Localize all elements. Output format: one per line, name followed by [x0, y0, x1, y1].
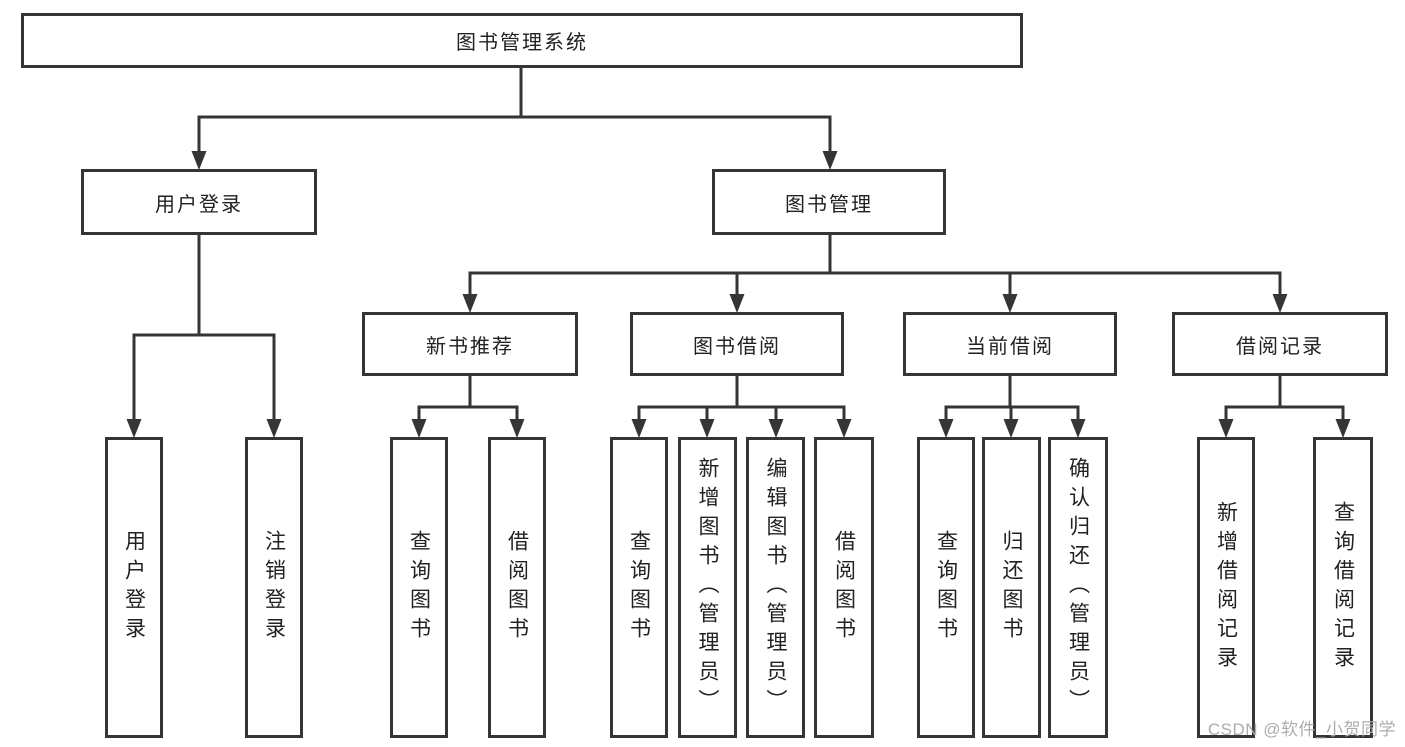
node-library-system: 图书管理系统 [21, 13, 1023, 68]
leaf-add-book-admin-label: 新增图书（管理员） [696, 457, 719, 718]
node-current-borrow: 当前借阅 [903, 312, 1117, 376]
leaf-logout: 注销登录 [245, 437, 303, 738]
leaf-borrow-query-books-label: 查询图书 [627, 529, 651, 646]
leaf-query-borrow-record-label: 查询借阅记录 [1331, 500, 1355, 675]
leaf-edit-book-admin: 编辑图书（管理员） [746, 437, 805, 738]
leaf-user-login-label: 用户登录 [122, 529, 146, 646]
leaf-logout-label: 注销登录 [262, 529, 286, 646]
leaf-recommend-query-books-label: 查询图书 [407, 529, 431, 646]
leaf-add-borrow-record-label: 新增借阅记录 [1214, 500, 1238, 675]
leaf-borrow-query-books: 查询图书 [610, 437, 668, 738]
leaf-recommend-borrow-books-label: 借阅图书 [505, 529, 529, 646]
node-borrow-records: 借阅记录 [1172, 312, 1388, 376]
connector-book-management-branch [462, 233, 1288, 313]
leaf-recommend-borrow-books: 借阅图书 [488, 437, 546, 738]
leaf-borrow-book-label: 借阅图书 [832, 529, 856, 646]
connector-current-borrow-leaves [938, 374, 1086, 438]
leaf-current-query-books-label: 查询图书 [934, 529, 958, 646]
leaf-add-borrow-record: 新增借阅记录 [1197, 437, 1255, 738]
leaf-query-borrow-record: 查询借阅记录 [1313, 437, 1373, 738]
node-book-management: 图书管理 [712, 169, 946, 235]
csdn-watermark: CSDN @软件_小贺同学 [1207, 720, 1396, 739]
leaf-add-book-admin: 新增图书（管理员） [678, 437, 737, 738]
leaf-borrow-book: 借阅图书 [814, 437, 874, 738]
connector-book-borrow-leaves [631, 374, 852, 438]
connector-user-login-branch [126, 233, 282, 438]
node-user-login: 用户登录 [81, 169, 317, 235]
leaf-confirm-return-admin-label: 确认归还（管理员） [1066, 457, 1090, 718]
leaf-return-book: 归还图书 [982, 437, 1041, 738]
connector-new-book-recommend-leaves [411, 374, 525, 438]
leaf-edit-book-admin-label: 编辑图书（管理员） [764, 457, 787, 718]
leaf-current-query-books: 查询图书 [917, 437, 975, 738]
connector-borrow-records-leaves [1218, 374, 1351, 438]
node-book-borrow: 图书借阅 [630, 312, 844, 376]
connector-root-to-level2 [191, 66, 838, 170]
leaf-recommend-query-books: 查询图书 [390, 437, 448, 738]
leaf-confirm-return-admin: 确认归还（管理员） [1048, 437, 1108, 738]
leaf-user-login: 用户登录 [105, 437, 163, 738]
node-new-book-recommend: 新书推荐 [362, 312, 578, 376]
leaf-return-book-label: 归还图书 [1000, 529, 1023, 646]
